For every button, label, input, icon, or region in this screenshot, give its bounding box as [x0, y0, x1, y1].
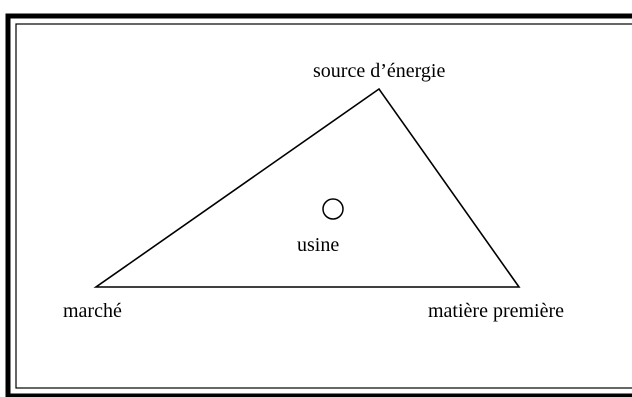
factory-marker	[322, 198, 344, 220]
inner-frame	[15, 23, 632, 389]
label-factory: usine	[297, 234, 339, 256]
outer-frame	[5, 13, 632, 397]
label-raw-material: matière première	[428, 300, 564, 322]
label-energy-source: source d’énergie	[313, 60, 445, 82]
location-triangle	[93, 87, 521, 288]
label-market: marché	[63, 300, 122, 322]
